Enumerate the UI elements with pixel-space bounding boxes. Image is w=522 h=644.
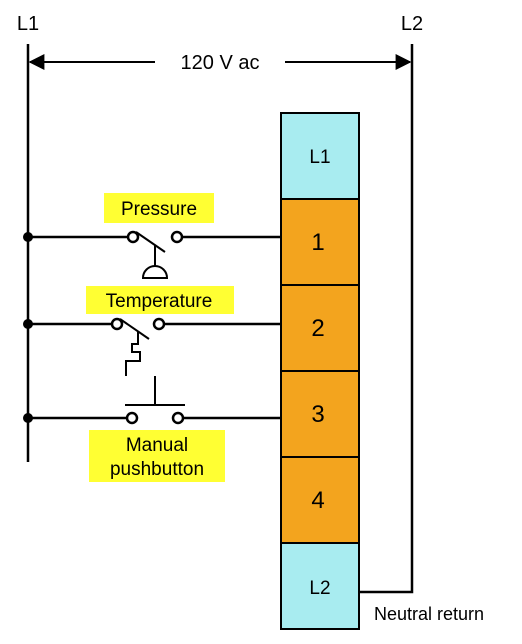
- module-label-input-3: 3: [311, 401, 324, 428]
- module-block-input-2: [280, 284, 360, 372]
- rail-label-l2: L2: [401, 13, 423, 35]
- pressure-label-highlight: [104, 193, 214, 223]
- neutral-return-label: Neutral return: [374, 604, 484, 624]
- voltage-label: 120 V ac: [181, 52, 260, 74]
- rail-label-l1: L1: [17, 13, 39, 35]
- module-block-l2: [280, 542, 360, 630]
- manual-label-line1: Manual: [126, 435, 188, 456]
- pressure-switch: [23, 230, 281, 279]
- module-label-l1: L1: [309, 147, 330, 168]
- module-block-input-1: [280, 198, 360, 286]
- temperature-switch: [23, 317, 281, 376]
- module-label-input-2: 2: [311, 315, 324, 342]
- module-block-l1: [280, 112, 360, 200]
- module-label-l2: L2: [309, 578, 330, 599]
- module-label-input-4: 4: [311, 487, 324, 514]
- manual-pushbutton: [23, 376, 281, 425]
- neutral-return-wire: [359, 44, 414, 594]
- module-label-input-1: 1: [311, 229, 324, 256]
- manual-label-line2: pushbutton: [110, 459, 204, 480]
- pressure-label: Pressure: [121, 199, 197, 220]
- temperature-label-highlight: [86, 286, 234, 314]
- temperature-label: Temperature: [106, 291, 213, 312]
- manual-label-highlight: [89, 430, 225, 482]
